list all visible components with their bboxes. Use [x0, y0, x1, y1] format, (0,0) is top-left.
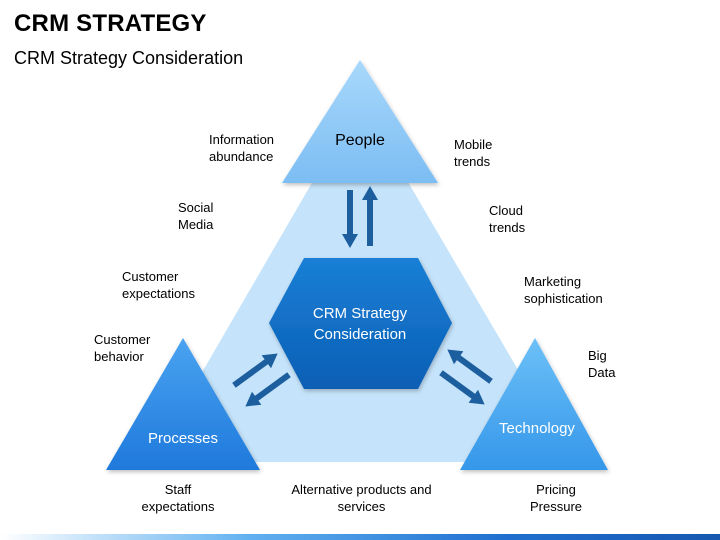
center-label-line: Consideration	[314, 326, 407, 343]
page-title: CRM STRATEGY	[14, 10, 207, 37]
people-arrows	[342, 186, 378, 248]
arrow-up-right-icon	[232, 353, 278, 388]
technology-arrows	[439, 349, 493, 405]
label-social-media: Social Media	[178, 200, 214, 232]
label-pricing-pressure: Pricing Pressure	[529, 482, 583, 514]
label-marketing-sophistication: Marketing sophistication	[524, 274, 603, 306]
arrow-down-icon	[342, 190, 358, 248]
label-customer-expectations: Customer expectations	[122, 269, 195, 301]
arrow-up-icon	[362, 186, 378, 246]
label-information-abundance: Information abundance	[209, 132, 275, 164]
technology-label: Technology	[499, 420, 575, 437]
label-customer-behavior: Customer behavior	[94, 332, 151, 364]
label-alternative-products: Alternative products and services	[291, 482, 432, 514]
processes-arrows	[232, 353, 291, 407]
center-hexagon[interactable]	[269, 258, 452, 389]
label-mobile-trends: Mobile trends	[454, 137, 493, 169]
label-staff-expectations: Staff expectations	[141, 482, 215, 514]
footer-accent-bar	[0, 534, 720, 540]
processes-triangle[interactable]	[106, 338, 260, 470]
processes-label: Processes	[148, 430, 218, 447]
people-triangle[interactable]	[282, 60, 438, 183]
arrow-down-left-icon	[245, 372, 291, 407]
arrow-up-left-icon	[447, 349, 493, 384]
center-label-line: CRM Strategy	[313, 305, 408, 322]
page-subtitle: CRM Strategy Consideration	[14, 48, 244, 68]
people-label: People	[335, 132, 385, 149]
technology-triangle[interactable]	[460, 338, 608, 470]
label-cloud-trends: Cloud trends	[489, 203, 526, 235]
label-big-data: Big Data	[588, 348, 616, 380]
arrow-down-right-icon	[439, 370, 485, 405]
